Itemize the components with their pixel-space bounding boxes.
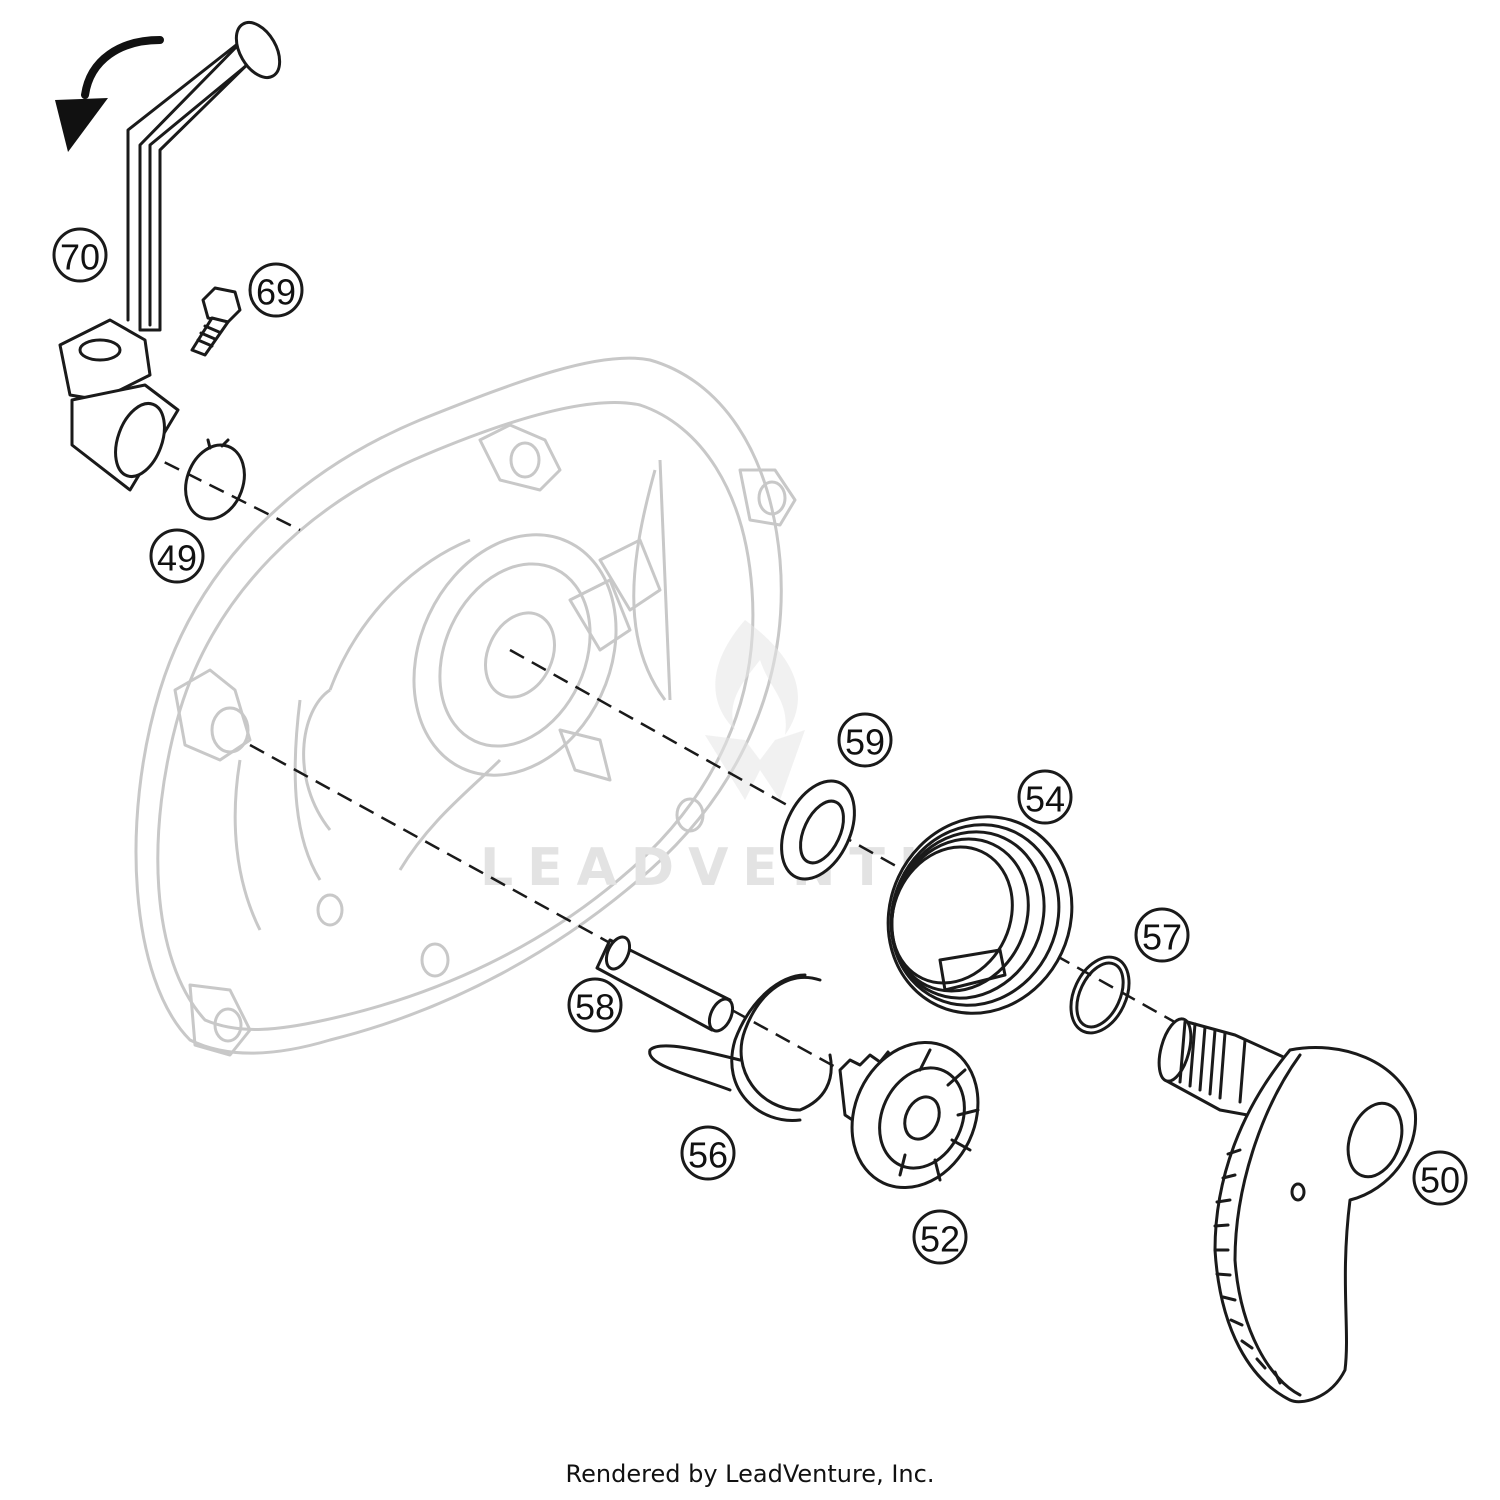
callout-54: 54: [1017, 769, 1073, 825]
callout-59: 59: [837, 712, 893, 768]
callout-49: 49: [149, 528, 205, 584]
callout-70: 70: [52, 227, 108, 283]
svg-text:52: 52: [920, 1219, 960, 1260]
callout-56: 56: [680, 1125, 736, 1181]
callout-52: 52: [912, 1209, 968, 1265]
callout-57: 57: [1134, 907, 1190, 963]
callout-58: 58: [567, 977, 623, 1033]
kick-starter-lever: [58, 21, 282, 492]
circlip: [184, 438, 246, 521]
washer: [780, 779, 856, 881]
curved-arrow-icon: [55, 36, 164, 152]
wire-spring: [648, 973, 833, 1122]
svg-text:49: 49: [157, 538, 197, 579]
lever-bolt: [190, 286, 242, 357]
pin: [595, 935, 735, 1033]
engine-cover-outline: [134, 356, 797, 1057]
flame-logo-icon: [705, 620, 805, 800]
callout-69: 69: [248, 262, 304, 318]
svg-text:57: 57: [1142, 917, 1182, 958]
svg-text:54: 54: [1025, 779, 1065, 820]
kick-starter-shaft-segment: [1157, 1017, 1418, 1404]
render-credit: Rendered by LeadVenture, Inc.: [565, 1460, 935, 1488]
svg-text:50: 50: [1420, 1160, 1460, 1201]
svg-text:69: 69: [256, 272, 296, 313]
kick-starter-spring: [886, 815, 1074, 1015]
svg-text:70: 70: [60, 237, 100, 278]
svg-text:59: 59: [845, 722, 885, 763]
callout-50: 50: [1412, 1150, 1468, 1206]
svg-text:56: 56: [688, 1135, 728, 1176]
o-ring: [1069, 955, 1131, 1035]
svg-text:58: 58: [575, 987, 615, 1028]
intermediate-gear: [838, 1040, 980, 1190]
